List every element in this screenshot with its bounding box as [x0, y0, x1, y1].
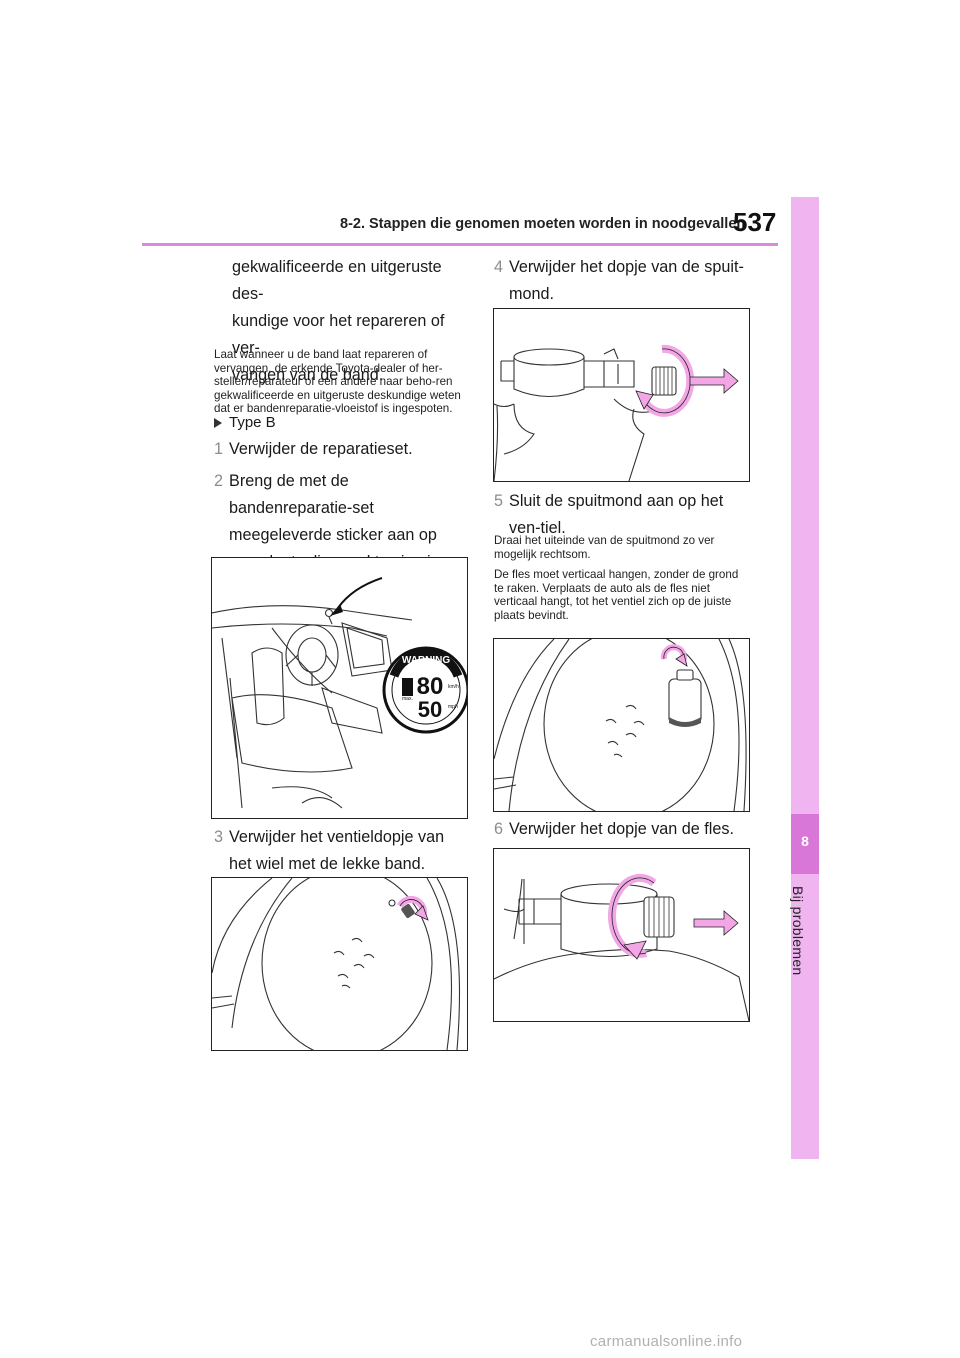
chapter-number: 8 — [801, 833, 809, 849]
chapter-tab — [791, 197, 819, 1159]
intro-text: gekwalificeerde en uitgeruste des- kundi… — [232, 258, 445, 384]
sticker-unit-kmh: km/h — [448, 684, 459, 690]
sticker-warning: WARNING — [402, 655, 451, 666]
figure-valve-cap — [211, 877, 468, 1051]
nozzle-note-1: Draai het uiteinde van de spuitmond zo v… — [494, 534, 715, 561]
page-number: 537 — [733, 207, 777, 237]
sticker-speed-mph: 50 — [418, 697, 442, 722]
chapter-label: Bij problemen — [790, 886, 806, 976]
figure-bottle-on-valve — [493, 638, 750, 812]
bullet-arrow-icon — [214, 418, 222, 429]
sticker-unit-mph: mph — [448, 704, 458, 710]
figure-bottle-cap — [493, 848, 750, 1022]
header-divider — [142, 243, 778, 246]
sticker-max: max. — [402, 696, 413, 702]
watermark[interactable]: carmanualsonline.info — [590, 1333, 743, 1350]
section-title: 8-2. Stappen die genomen moeten worden i… — [340, 216, 746, 232]
figure-sticker-placement: WARNING 80 km/h 50 mph max. — [211, 557, 468, 819]
nozzle-note-2: De fles moet verticaal hangen, zonder de… — [494, 568, 739, 622]
figure-nozzle-cap — [493, 308, 750, 482]
type-b-heading: Type B — [214, 414, 276, 431]
chapter-tab-active — [791, 814, 819, 874]
repair-note: Laat wanneer u de band laat repareren of… — [214, 348, 461, 416]
sticker-speed-kmh: 80 — [417, 673, 444, 700]
